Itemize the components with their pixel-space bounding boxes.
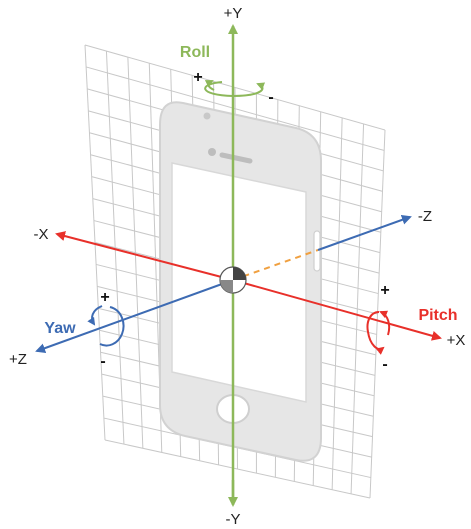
yaw-label: Yaw [44,320,76,337]
z-axis-neg-label: -Z [418,208,432,225]
x-axis-line [232,279,442,341]
x-axis-pos-label: +X [447,332,466,349]
roll-minus-sign: - [268,89,273,106]
pitch-minus-sign: - [382,356,387,373]
roll-label: Roll [180,44,210,61]
roll-indicator [204,80,266,98]
x-axis-neg-line [55,231,234,281]
phone-speaker-slot [219,152,253,164]
phone-top-button [203,112,211,120]
grid-line [84,44,386,131]
grid-line [85,66,385,151]
grid-line [104,439,371,499]
y-axis-neg-label: -Y [226,511,241,528]
pitch-plus-sign: + [380,282,389,299]
x-axis-neg-label: -X [34,226,49,243]
z-axis-pos-label: +Z [9,351,27,368]
y-axis-pos-label: +Y [224,5,243,22]
origin-marker [219,266,247,294]
phone-speaker-dot [208,148,216,156]
yaw-plus-sign: + [100,289,109,306]
z-axis-front-line [35,279,234,353]
z-axis-hidden-segment [232,249,319,281]
pitch-label: Pitch [418,307,457,324]
z-axis-back-line [317,214,412,251]
pitch-indicator [366,310,391,355]
yaw-indicator [87,305,125,347]
yaw-minus-sign: - [100,353,105,370]
roll-plus-sign: + [193,69,202,86]
